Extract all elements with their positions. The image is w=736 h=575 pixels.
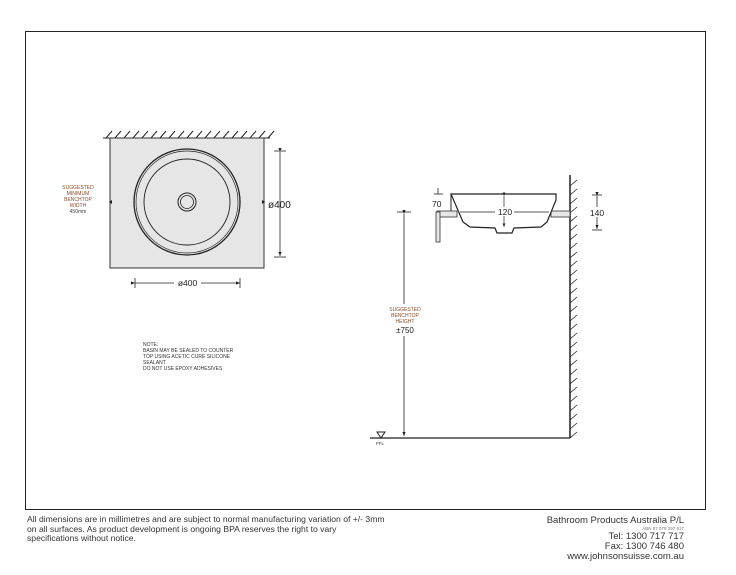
depth-label: ø400: [268, 200, 291, 211]
company-name: Bathroom Products Australia P/L: [546, 515, 684, 526]
height-label: ±750: [396, 326, 414, 335]
hatch-line: [569, 269, 578, 277]
hatch-line: [569, 332, 578, 340]
hatch-line: [569, 251, 578, 259]
bracket: [435, 211, 441, 243]
hatch-line: [569, 404, 578, 412]
installation-note: NOTE: BASIN MAY BE SEALED TO COUNTER TOP…: [143, 342, 234, 372]
dim-140-label: 140: [590, 208, 604, 218]
svg-text:BASIN MAY BE SEALED TO COUNTER: BASIN MAY BE SEALED TO COUNTER: [143, 348, 234, 354]
hatch-line: [141, 130, 149, 139]
svg-text:HEIGHT: HEIGHT: [396, 319, 415, 325]
company-info: Bathroom Products Australia P/L ABN 87 0…: [547, 515, 684, 562]
fax: Fax: 1300 746 480: [604, 541, 684, 552]
hatch-line: [569, 359, 578, 367]
floor-level-icon: [376, 431, 386, 439]
hatch-line: [150, 130, 158, 139]
depth-120-label: 120: [498, 207, 512, 217]
hatch-line: [569, 314, 578, 322]
hatch-line: [569, 278, 578, 286]
disclaimer: All dimensions are in millimetres and ar…: [27, 514, 385, 543]
hatch-line: [569, 215, 578, 223]
svg-text:450mm: 450mm: [70, 209, 87, 215]
svg-text:SUGGESTED: SUGGESTED: [62, 185, 94, 191]
hatch-line: [222, 130, 230, 139]
hatch-line: [168, 130, 176, 139]
hatch-line: [195, 130, 203, 139]
hatch-line: [569, 377, 578, 385]
benchtop-height-note: SUGGESTED BENCHTOP HEIGHT: [389, 307, 421, 325]
website: www.johnsonsuisse.com.au: [567, 551, 684, 562]
hatch-line: [569, 179, 578, 187]
hatch-line: [249, 130, 257, 139]
drawing-frame: [25, 31, 706, 510]
hatch-line: [569, 206, 578, 214]
hatch-line: [105, 130, 113, 139]
dim-70-label: 70: [432, 199, 442, 209]
hatch-line: [569, 350, 578, 358]
hatch-line: [569, 323, 578, 331]
hatch-line: [159, 130, 167, 139]
svg-text:BENCHTOP: BENCHTOP: [391, 313, 419, 319]
drain-icon: [177, 192, 197, 212]
hatch-line: [569, 242, 578, 250]
hatch-line: [569, 341, 578, 349]
phone: Tel: 1300 717 717: [608, 531, 684, 542]
hatch-line: [569, 431, 578, 439]
benchtop-width-note: SUGGESTED MINIMUM BENCHTOP WIDTH 450mm: [62, 185, 94, 215]
hatch-line: [569, 197, 578, 205]
hatch-line: [177, 130, 185, 139]
hatch-line: [204, 130, 212, 139]
hatch-line: [240, 130, 248, 139]
hatch-line: [569, 422, 578, 430]
hatch-line: [569, 386, 578, 394]
width-label: ø400: [178, 278, 198, 288]
svg-text:NOTE:: NOTE:: [143, 342, 158, 348]
hatch-line: [569, 260, 578, 268]
hatch-line: [569, 413, 578, 421]
abn: ABN 87 079 297 617: [642, 526, 684, 531]
hatch-line: [258, 130, 266, 139]
svg-text:WIDTH: WIDTH: [70, 203, 87, 209]
hatch-line: [569, 224, 578, 232]
hatch-line: [123, 130, 131, 139]
basin-bowl: [143, 158, 231, 246]
hatch-line: [569, 296, 578, 304]
hatch-line: [569, 305, 578, 313]
hatch-line: [231, 130, 239, 139]
side-view: FFL SUGGESTED BENCHTOP HEIGHT ±750 120 7…: [370, 175, 606, 446]
top-view: ø400 ø400 SUGGESTED MINIMUM BENCHTOP WID…: [62, 130, 291, 288]
counter-right: [550, 210, 571, 218]
hatch-line: [569, 395, 578, 403]
svg-text:SUGGESTED: SUGGESTED: [389, 307, 421, 313]
svg-text:TOP USING ACETIC CURE SILICONE: TOP USING ACETIC CURE SILICONE: [143, 354, 231, 360]
hatch-line: [569, 368, 578, 376]
floor-label: FFL: [376, 441, 384, 446]
svg-text:MINIMUM: MINIMUM: [67, 191, 90, 197]
hatch-line: [114, 130, 122, 139]
hatch-line: [569, 188, 578, 196]
wall-hatch-top: [103, 130, 275, 139]
hatch-line: [132, 130, 140, 139]
hatch-line: [267, 130, 275, 139]
hatch-line: [213, 130, 221, 139]
svg-text:SEALANT: SEALANT: [143, 360, 166, 366]
svg-text:DO NOT USE EPOXY ADHESIVES: DO NOT USE EPOXY ADHESIVES: [143, 366, 223, 372]
hatch-line: [569, 287, 578, 295]
svg-text:BENCHTOP: BENCHTOP: [64, 197, 92, 203]
hatch-line: [186, 130, 194, 139]
hatch-line: [569, 233, 578, 241]
